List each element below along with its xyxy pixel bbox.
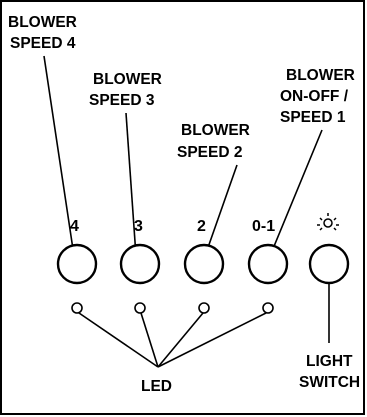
- led-leader-line-1: [78, 312, 159, 368]
- button-number-3: 3: [134, 218, 143, 235]
- light-switch-button[interactable]: [308, 243, 350, 285]
- label-blower-speed-2-line1: BLOWER: [181, 122, 250, 139]
- led-leader-line-3: [157, 312, 204, 368]
- label-blower-speed-1-line2: ON-OFF /: [280, 88, 349, 105]
- leader-line-speed-2: [204, 164, 238, 257]
- label-blower-speed-3-line1: BLOWER: [93, 71, 162, 88]
- button-number-4: 4: [70, 218, 79, 235]
- blower-speed-4-button[interactable]: [56, 243, 98, 285]
- label-blower-speed-3-line2: SPEED 3: [89, 92, 155, 109]
- led-indicator-speed-1: [262, 302, 274, 314]
- led-indicator-speed-3: [134, 302, 146, 314]
- label-blower-speed-1-line1: BLOWER: [286, 67, 355, 84]
- label-light-switch-line1: LIGHT: [306, 353, 353, 370]
- label-blower-speed-4-line2: SPEED 4: [10, 35, 76, 52]
- label-blower-speed-1-line3: SPEED 1: [280, 109, 346, 126]
- label-blower-speed-2-line2: SPEED 2: [177, 144, 242, 161]
- leader-line-speed-1: [269, 129, 323, 257]
- led-leader-line-2: [140, 312, 159, 368]
- label-light-switch-line2: SWITCH: [299, 374, 360, 391]
- light-bulb-rays-icon: [317, 213, 339, 231]
- blower-speed-2-button[interactable]: [183, 243, 225, 285]
- blower-on-off-speed-1-button[interactable]: [247, 243, 289, 285]
- led-indicator-speed-2: [198, 302, 210, 314]
- leader-line-speed-4: [43, 55, 75, 257]
- button-number-0-1: 0-1: [252, 218, 275, 235]
- button-number-2: 2: [197, 218, 206, 235]
- label-led: LED: [141, 378, 172, 395]
- blower-speed-3-button[interactable]: [119, 243, 161, 285]
- led-leader-line-4: [157, 312, 267, 368]
- label-blower-speed-4-line1: BLOWER: [8, 14, 77, 31]
- led-indicator-speed-4: [71, 302, 83, 314]
- leader-line-speed-3: [125, 112, 137, 257]
